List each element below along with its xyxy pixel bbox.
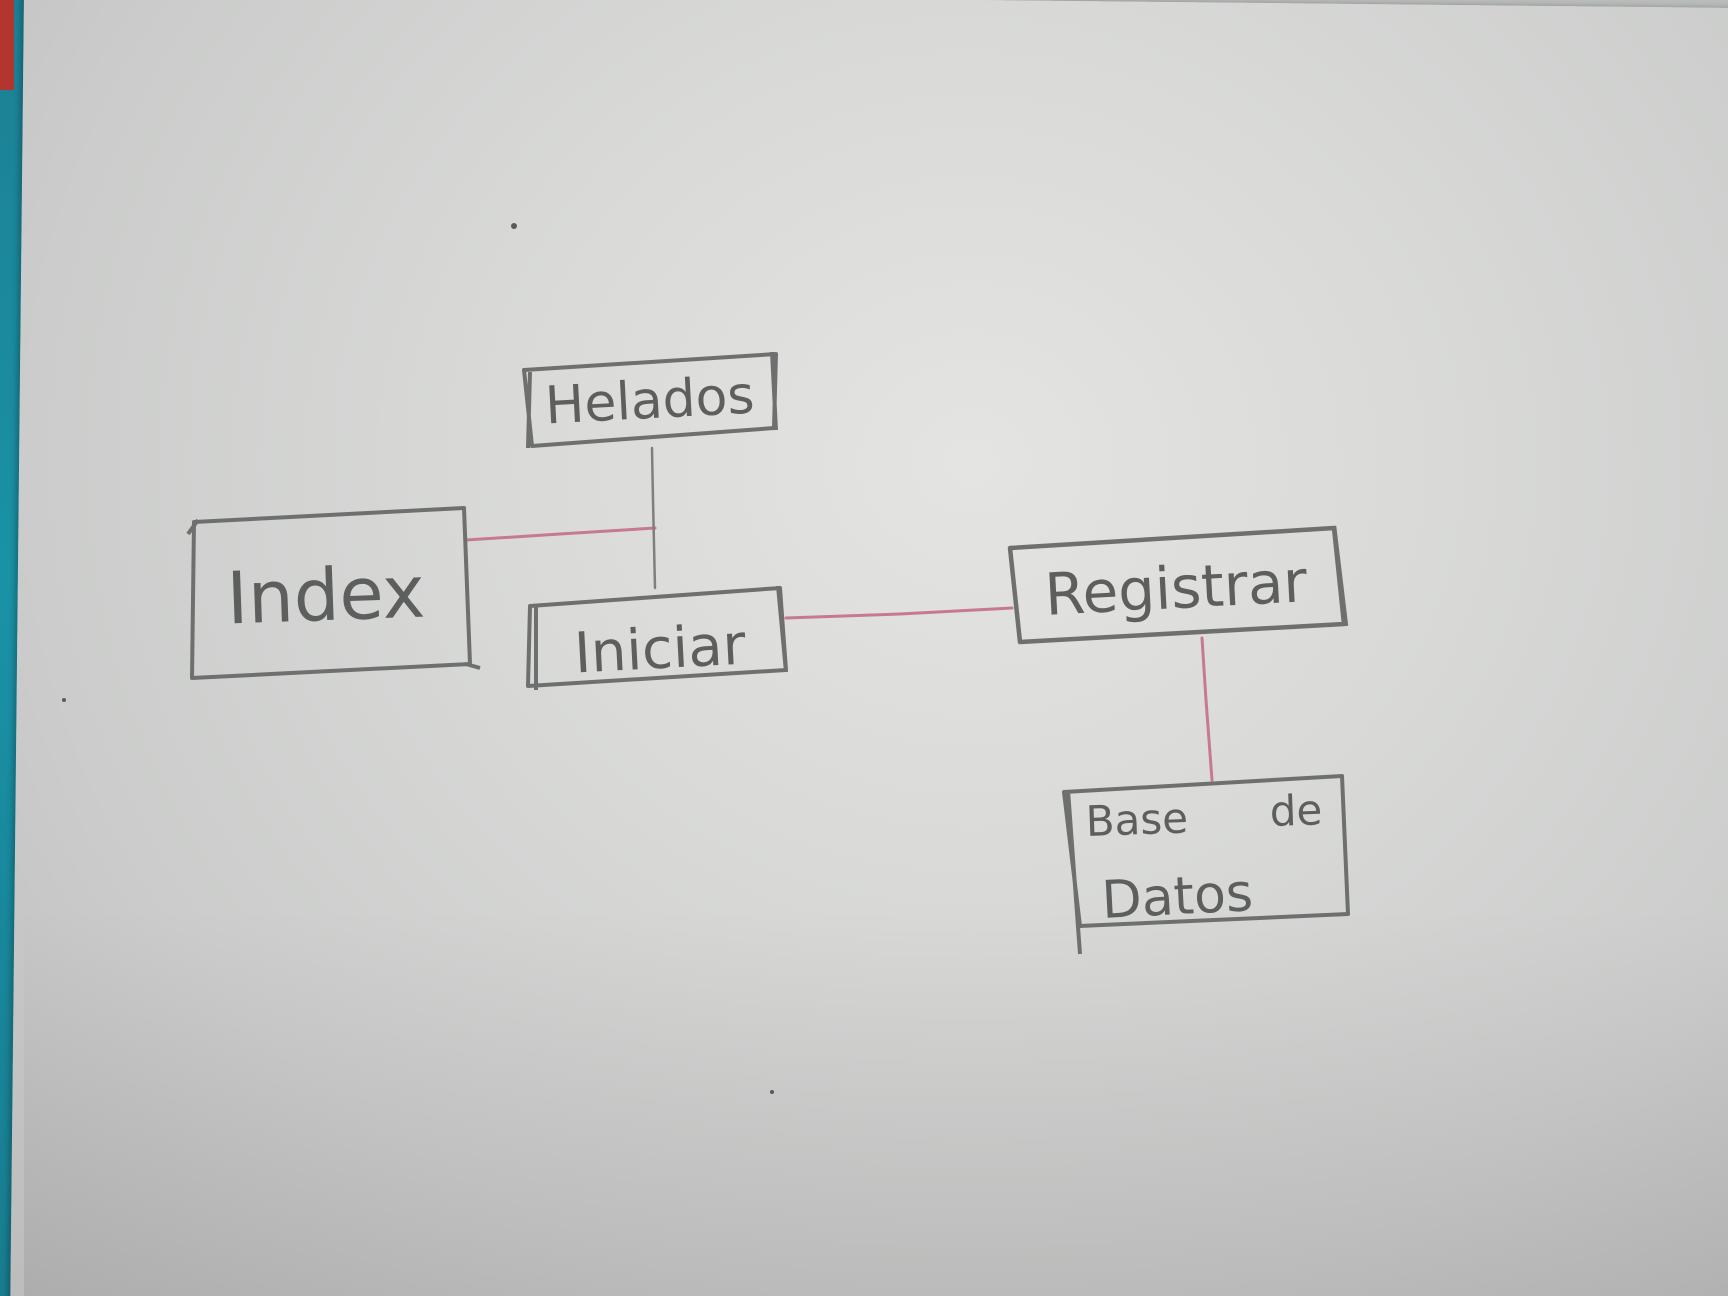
node-iniciar: Iniciar <box>526 585 788 690</box>
label-base: Base <box>1085 793 1189 846</box>
node-helados: Helados <box>522 351 778 449</box>
connectors <box>464 446 1214 782</box>
connector-registrar-database <box>1200 636 1214 782</box>
label-iniciar: Iniciar <box>573 613 748 687</box>
connector-index-helados <box>464 526 657 542</box>
connector-iniciar-registrar <box>784 606 1014 620</box>
box-index <box>186 506 481 680</box>
label-index: Index <box>225 550 426 641</box>
label-de: de <box>1269 785 1323 836</box>
box-helados <box>522 351 778 449</box>
box-registrar <box>1007 525 1349 645</box>
label-helados: Helados <box>544 366 756 437</box>
label-datos: Datos <box>1100 863 1254 931</box>
node-base-de-datos: Base de Datos <box>1062 774 1350 955</box>
node-index: Index <box>186 506 481 680</box>
box-base-de-datos <box>1062 774 1350 955</box>
paper-specks <box>62 223 774 1094</box>
box-iniciar <box>526 585 788 690</box>
label-registrar: Registrar <box>1043 547 1309 629</box>
node-registrar: Registrar <box>1007 525 1349 645</box>
connector-helados-iniciar <box>650 446 657 590</box>
red-object-corner <box>0 0 14 90</box>
